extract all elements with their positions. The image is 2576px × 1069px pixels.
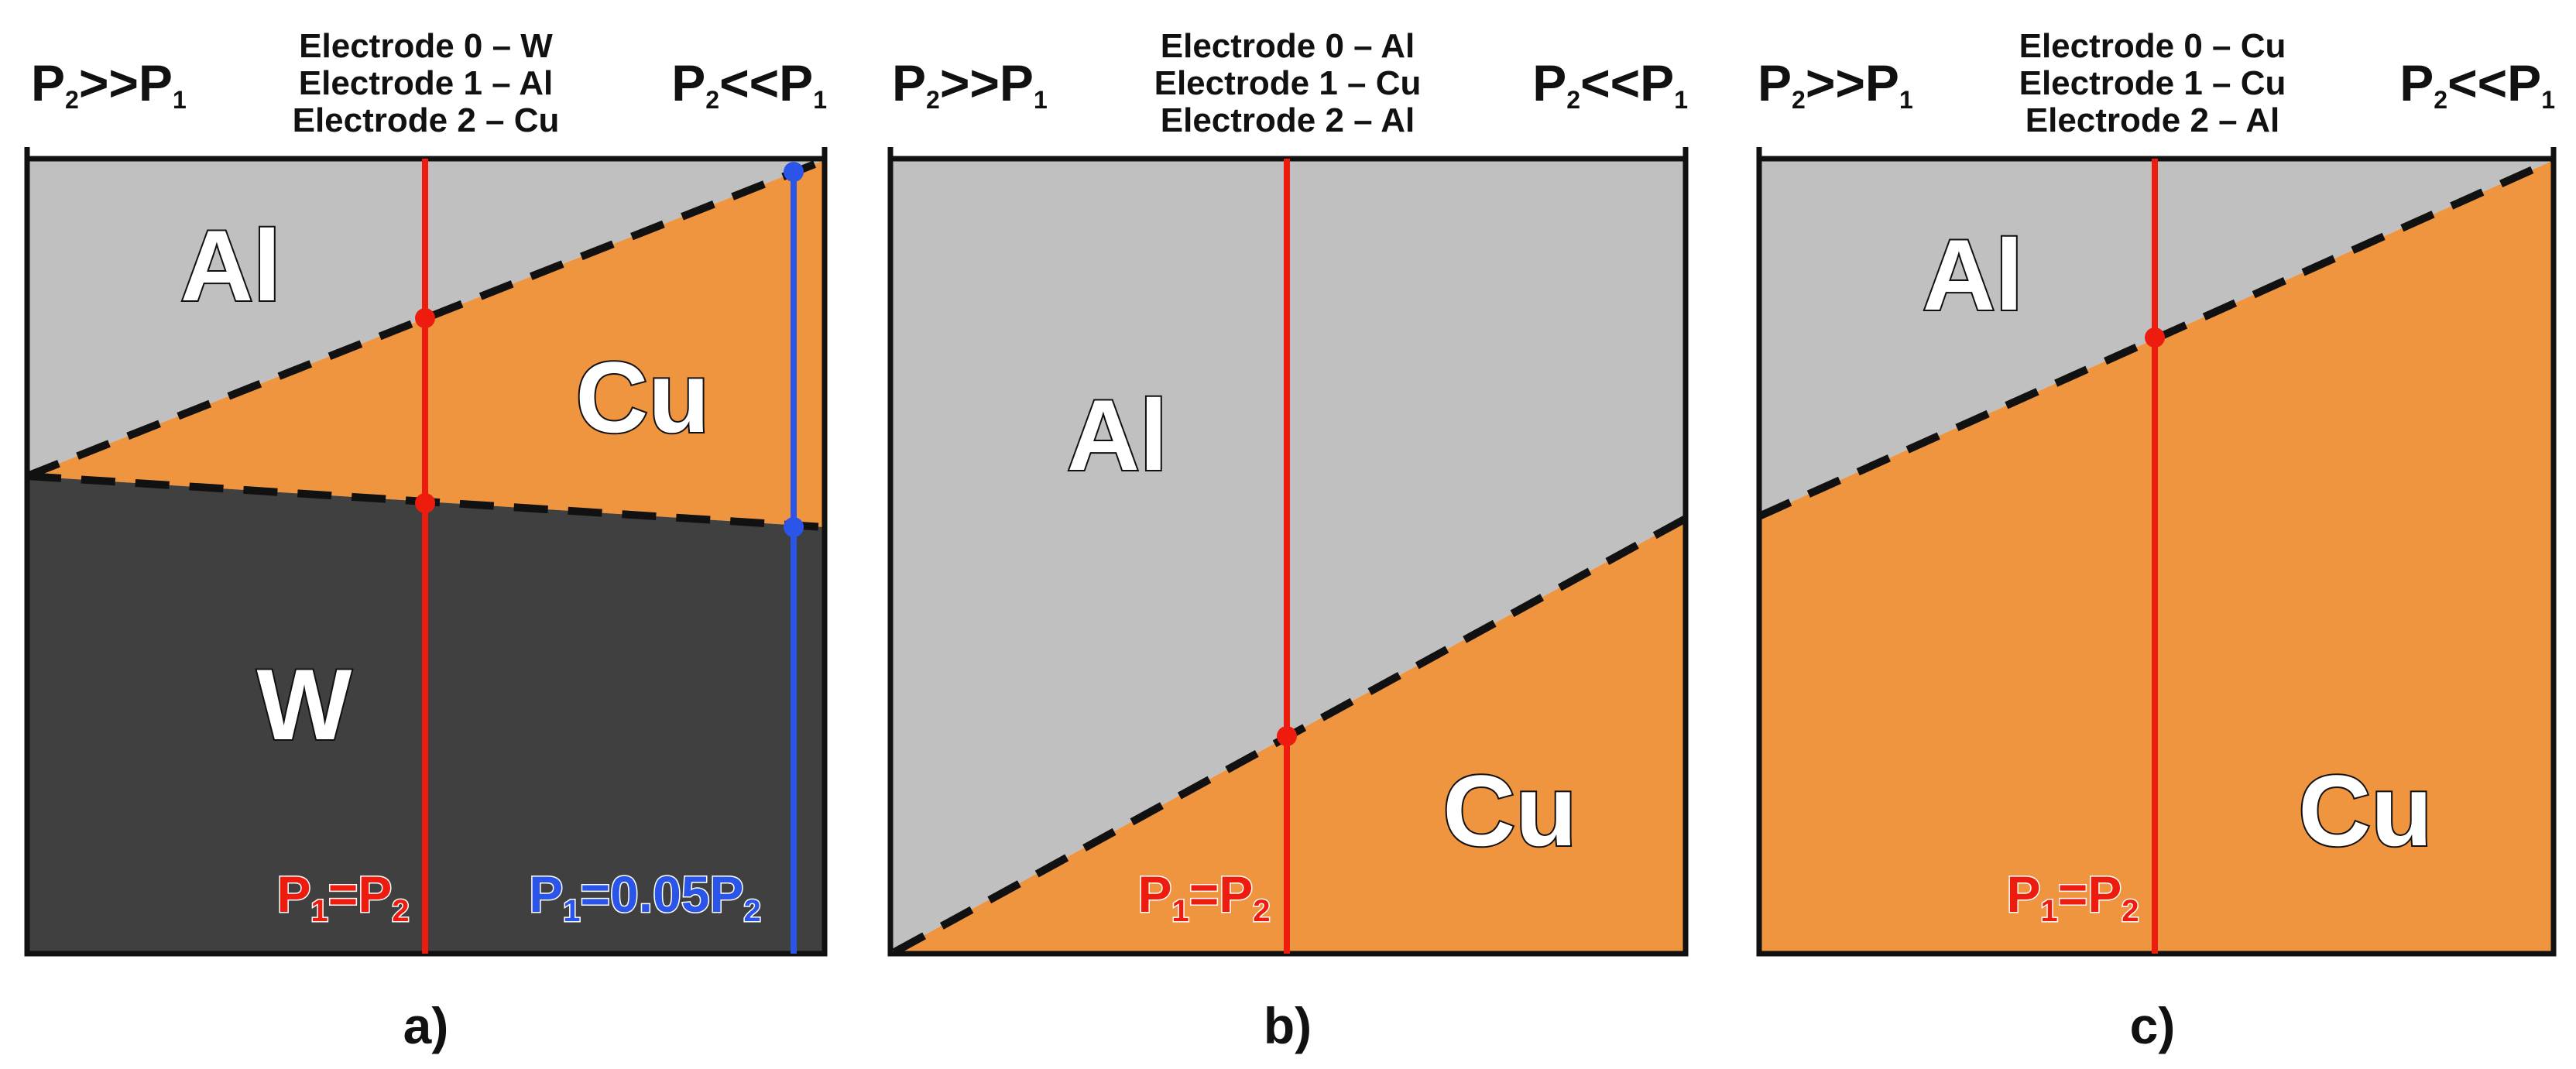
panel-b-electrode-1: Electrode 1 – Cu (1154, 64, 1422, 102)
panel-a-blue-point-lower (784, 517, 804, 537)
panel-b-right-pressure-label: P2<<P1 (1532, 54, 1688, 114)
panel-a-label-cu: Cu (575, 341, 709, 454)
panel-c-condition-red: P1=P2 (2006, 865, 2139, 928)
panel-a-label-al: Al (180, 209, 281, 322)
panel-c-red-point (2145, 327, 2165, 348)
panel-a-blue-point-upper (784, 162, 804, 182)
panel-a-electrode-1: Electrode 1 – Al (299, 64, 554, 102)
panel-a-red-point-lower (415, 493, 435, 513)
panel-b-label-al: Al (1067, 379, 1168, 492)
panel-c-label-al: Al (1923, 218, 2023, 331)
panel-a-condition-red: P1=P2 (276, 865, 409, 928)
panel-b-left-pressure-label: P2>>P1 (892, 54, 1048, 114)
panel-a: Electrode 0 – W Electrode 1 – Al Electro… (24, 27, 828, 1054)
panel-c-electrode-0: Electrode 0 – Cu (2019, 27, 2286, 65)
panel-b-red-point (1277, 726, 1297, 746)
panel-c-right-pressure-label: P2<<P1 (2399, 54, 2555, 114)
panel-a-right-pressure-label: P2<<P1 (671, 54, 827, 114)
panel-b-electrode-2: Electrode 2 – Al (1161, 101, 1415, 139)
panel-a-label-w: W (257, 648, 352, 761)
panel-b-electrode-0: Electrode 0 – Al (1161, 27, 1415, 65)
panel-b-label-cu: Cu (1442, 754, 1576, 867)
panel-a-left-pressure-label: P2>>P1 (31, 54, 187, 114)
panel-c: Electrode 0 – Cu Electrode 1 – Cu Electr… (1756, 27, 2557, 1054)
panel-c-caption: c) (2130, 997, 2176, 1054)
panel-a-caption: a) (403, 997, 449, 1054)
panel-a-red-point-upper (415, 308, 435, 328)
panel-c-electrode-1: Electrode 1 – Cu (2019, 64, 2286, 102)
panel-b-caption: b) (1264, 997, 1312, 1054)
panel-b-condition-red: P1=P2 (1137, 865, 1270, 928)
panel-b: Electrode 0 – Al Electrode 1 – Cu Electr… (887, 27, 1689, 1054)
panel-c-label-cu: Cu (2298, 754, 2432, 867)
panel-a-boundary-al-cu (26, 156, 826, 480)
panel-a-electrode-2: Electrode 2 – Cu (293, 101, 560, 139)
panel-a-electrode-0: Electrode 0 – W (299, 27, 553, 65)
panel-c-left-pressure-label: P2>>P1 (1758, 54, 1913, 114)
panel-c-electrode-2: Electrode 2 – Al (2025, 101, 2280, 139)
panel-a-condition-blue: P1=0.05P2 (529, 865, 761, 928)
